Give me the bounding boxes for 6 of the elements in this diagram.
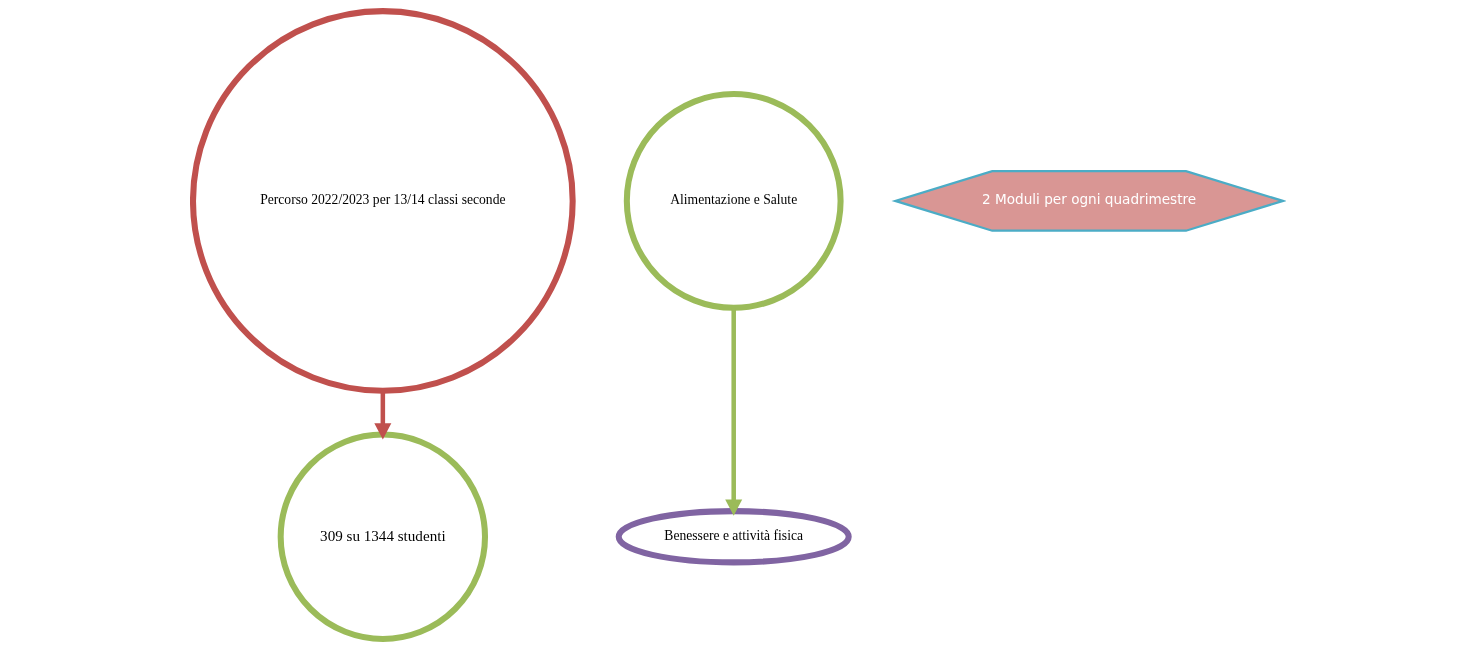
node-ellipse: Benessere e attività fisica: [615, 508, 852, 566]
node-circle: Percorso 2022/2023 per 13/14 classi seconde: [190, 8, 576, 394]
node-circle: Alimentazione e Salute: [623, 91, 844, 311]
arrow: [374, 390, 392, 440]
arrow: [725, 307, 743, 516]
node-circle: 309 su 1344 studenti: [277, 431, 489, 642]
